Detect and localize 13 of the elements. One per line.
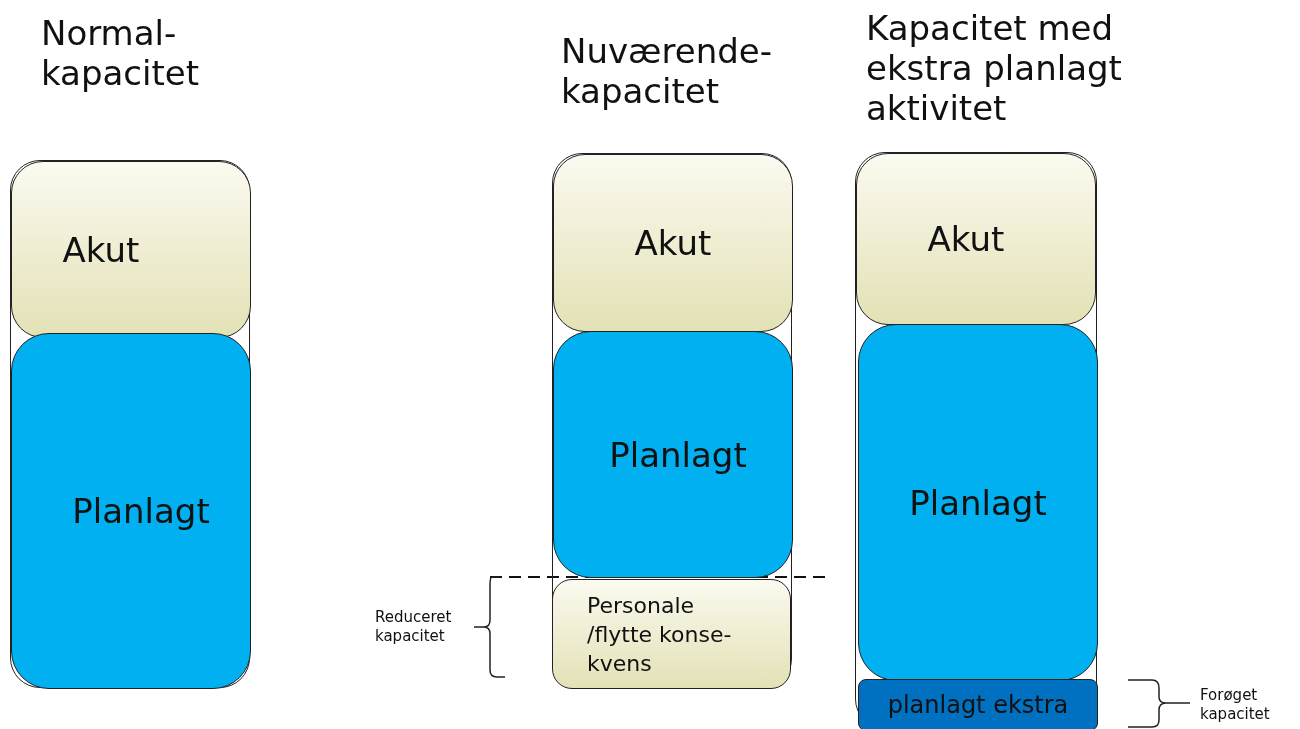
column-heading: Kapacitet med ekstra planlagt aktivitet xyxy=(866,8,1123,128)
staff-block: Personale /flytte konse- kvens xyxy=(552,579,791,689)
acute-block: Akut xyxy=(553,154,793,332)
column-heading: Nuværende- kapacitet xyxy=(561,31,773,111)
acute-block: Akut xyxy=(11,161,251,338)
acute-block: Akut xyxy=(856,153,1096,325)
planned-block: Planlagt xyxy=(858,324,1098,681)
planned-block: Planlagt xyxy=(553,331,793,578)
column-heading: Normal- kapacitet xyxy=(41,13,201,93)
planned-block: Planlagt xyxy=(11,333,251,689)
bracket-label: Reduceret kapacitet xyxy=(375,608,453,646)
extra-block: planlagt ekstra xyxy=(858,679,1098,729)
bracket-label: Forøget kapacitet xyxy=(1200,686,1271,724)
